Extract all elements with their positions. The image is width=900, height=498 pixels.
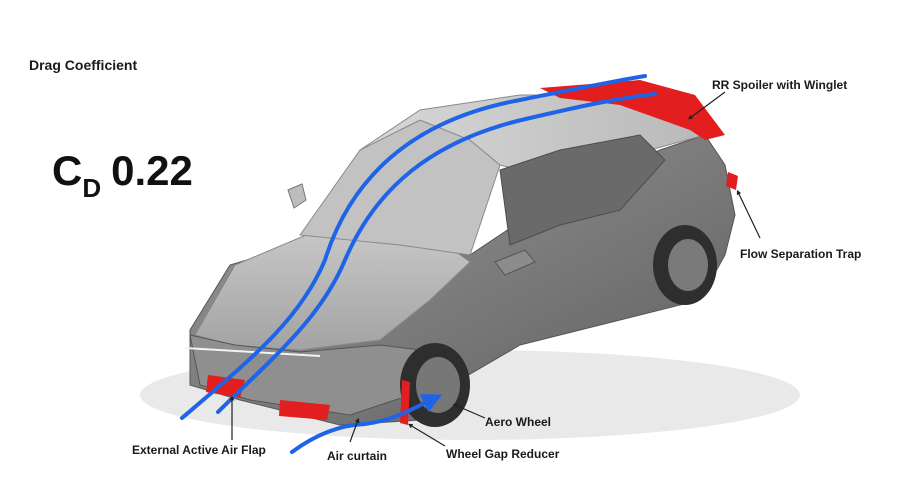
headlight-strip [184, 347, 321, 357]
front-wheel [400, 343, 470, 427]
label-wheel-gap-reducer: Wheel Gap Reducer [446, 447, 560, 461]
flow-separation-highlight [726, 172, 738, 190]
label-air-curtain: Air curtain [327, 449, 388, 463]
air-flap-highlight-left [206, 375, 245, 398]
label-aero-wheel: Aero Wheel [485, 415, 552, 429]
airflow-lines [180, 74, 657, 454]
car-side-window [499, 134, 666, 246]
right-mirror [494, 249, 536, 276]
leader-lines [229, 91, 761, 447]
diagram-title: Drag Coefficient [29, 57, 138, 73]
cd-subscript: D [82, 173, 102, 203]
label-flow-separation-trap: Flow Separation Trap [740, 247, 862, 261]
air-flap-highlight-right [279, 400, 330, 420]
drag-coefficient-value: CD 0.22 [52, 147, 193, 202]
rear-spoiler-highlight [540, 80, 725, 140]
label-rr-spoiler: RR Spoiler with Winglet [712, 78, 848, 92]
label-external-active-air-flap: External Active Air Flap [132, 443, 266, 457]
left-mirror [287, 183, 307, 209]
cd-symbol: C [52, 147, 83, 194]
rear-wheel [653, 225, 717, 305]
cd-number: 0.22 [111, 147, 193, 194]
